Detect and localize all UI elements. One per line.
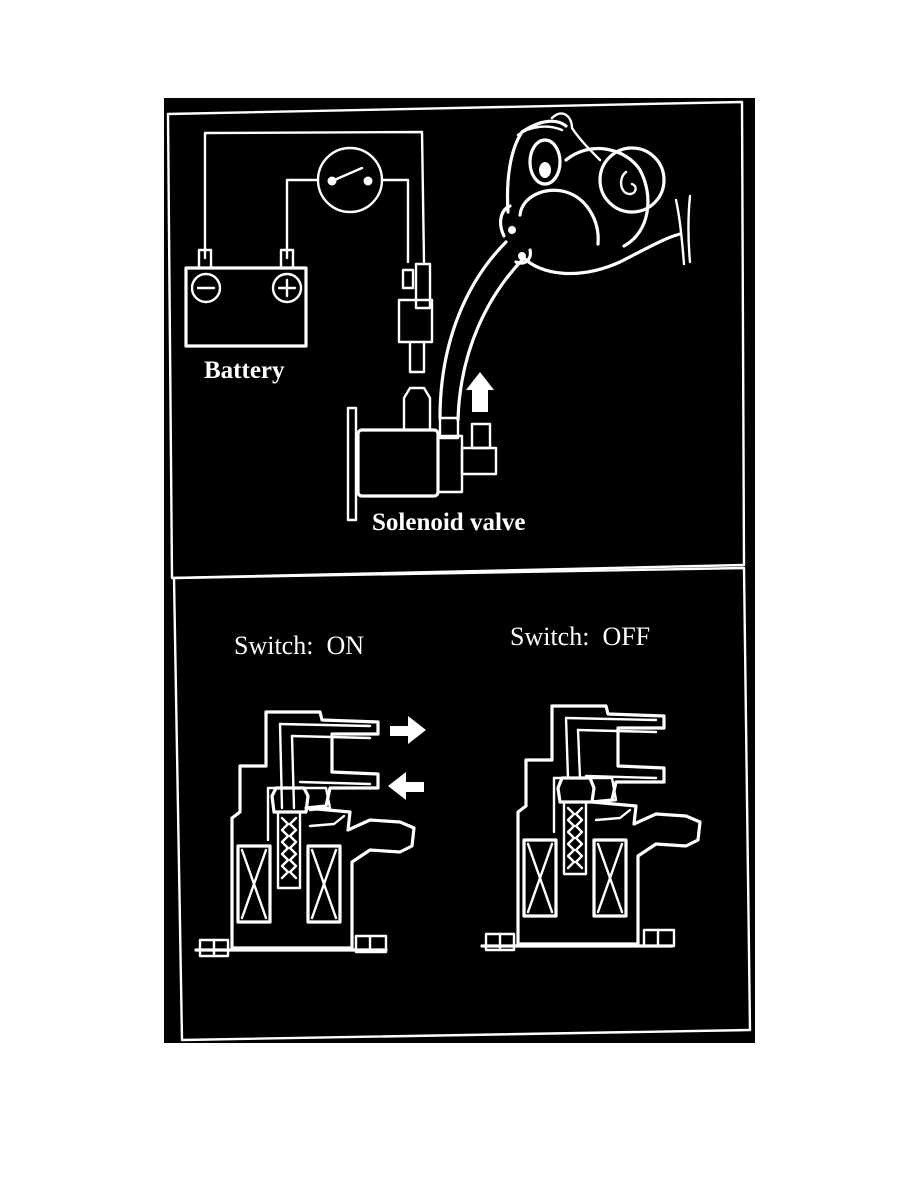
switch-on-label: Switch: ON [234, 631, 364, 660]
circuit-wiring [203, 130, 426, 264]
coil-left [522, 838, 558, 918]
top-panel-border [166, 100, 746, 580]
coil-right [306, 844, 342, 924]
vacuum-hose [438, 240, 526, 422]
arrow-icon [466, 372, 494, 412]
cartoon-face-illustration [499, 112, 692, 276]
battery-label: Battery [204, 357, 285, 384]
solenoid-valve-label: Solenoid valve [372, 509, 526, 536]
coil-left [236, 844, 272, 924]
arrow-icon [390, 716, 426, 744]
valve-cross-section-off [480, 704, 702, 952]
coil-right [592, 838, 628, 918]
bottom-panel-border [172, 566, 752, 1042]
valve-cross-section-on [194, 710, 416, 958]
battery [184, 248, 308, 348]
connector-plug [397, 262, 434, 374]
plus-terminal-icon [271, 272, 303, 304]
arrow-icon [388, 772, 424, 800]
minus-terminal-icon [190, 272, 222, 304]
solenoid-valve [346, 386, 498, 522]
switch-icon [316, 146, 384, 214]
switch-off-label: Switch: OFF [510, 622, 650, 651]
